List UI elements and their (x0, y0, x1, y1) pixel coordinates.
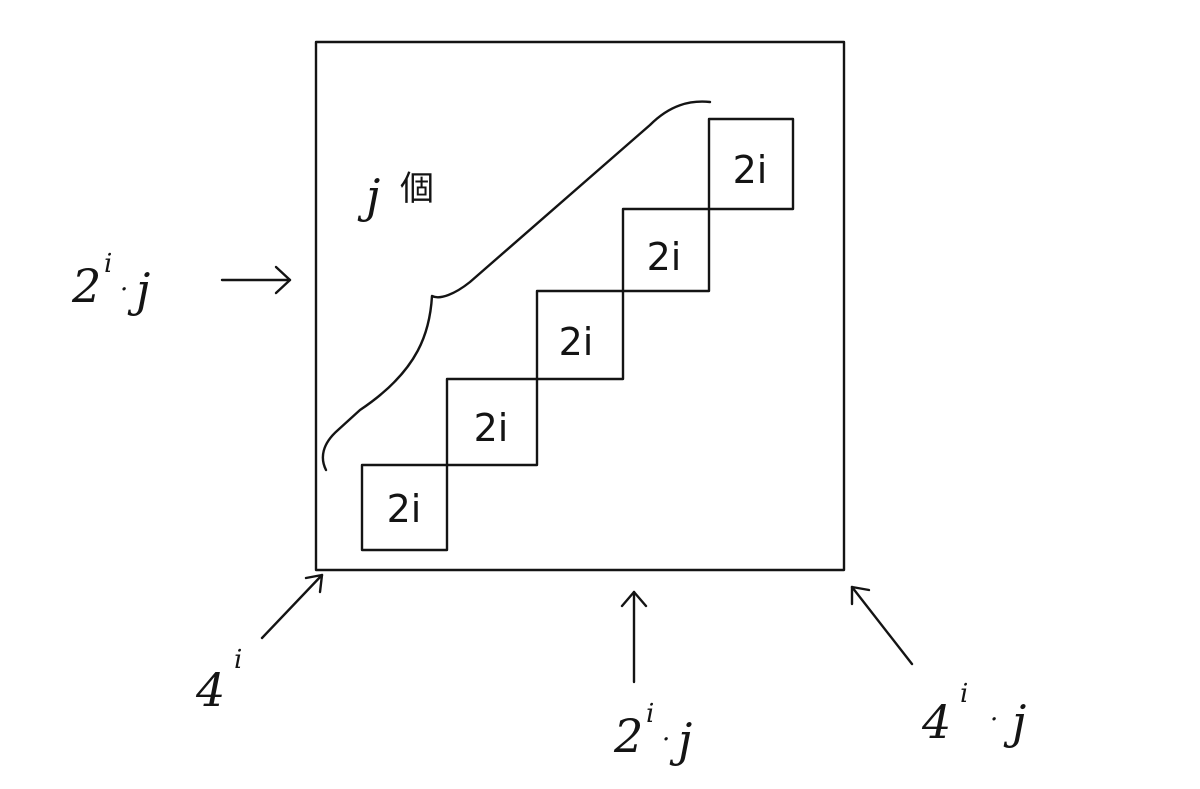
bottom-right-pointer-label: 4 i · j (921, 679, 1026, 749)
left-pointer-dot: · (120, 275, 128, 305)
brace-count-var: j (357, 169, 380, 223)
stair-block-5-label: 2i (733, 148, 768, 192)
stair-block-1 (360, 463, 449, 552)
bottom-mid-pointer-label: 2 i · j (613, 699, 692, 767)
stair-block-2-label: 2i (474, 406, 509, 450)
bottom-left-pointer-label: 4 i (195, 645, 242, 717)
left-pointer-sup: i (104, 249, 112, 279)
bottom-left-pointer-base: 4 (195, 663, 225, 717)
bottom-right-arrow (850, 585, 914, 666)
curly-brace (321, 100, 712, 472)
stair-block-2 (445, 377, 539, 467)
bottom-left-pointer-sup: i (234, 645, 242, 675)
bottom-mid-pointer-dot: · (662, 725, 670, 755)
bottom-mid-pointer-base: 2 (613, 709, 643, 763)
bottom-mid-arrow (620, 590, 648, 684)
stair-block-1-label: 2i (387, 487, 422, 531)
left-pointer-var: j (127, 263, 150, 317)
left-pointer-base: 2 (71, 259, 101, 313)
bottom-mid-pointer-var: j (669, 713, 692, 767)
stair-block-4 (621, 207, 711, 293)
bottom-right-pointer-dot: · (990, 705, 998, 735)
bottom-right-pointer-sup: i (960, 679, 968, 709)
left-pointer-label: 2 i · j (71, 249, 150, 317)
brace-count-suffix: 個 (400, 169, 434, 209)
bottom-mid-pointer-sup: i (646, 699, 654, 729)
stair-block-5 (707, 117, 795, 211)
bottom-left-arrow (260, 573, 324, 640)
left-arrow (220, 265, 292, 295)
stair-block-3-label: 2i (559, 320, 594, 364)
bottom-right-pointer-base: 4 (921, 695, 951, 749)
brace-count-label: j 個 (357, 169, 434, 223)
stair-block-3 (535, 289, 625, 381)
outer-matrix-square (314, 40, 846, 572)
staircase: 2i 2i 2i 2i 2i (360, 117, 795, 552)
stair-block-4-label: 2i (647, 235, 682, 279)
bottom-right-pointer-var: j (1003, 695, 1026, 749)
